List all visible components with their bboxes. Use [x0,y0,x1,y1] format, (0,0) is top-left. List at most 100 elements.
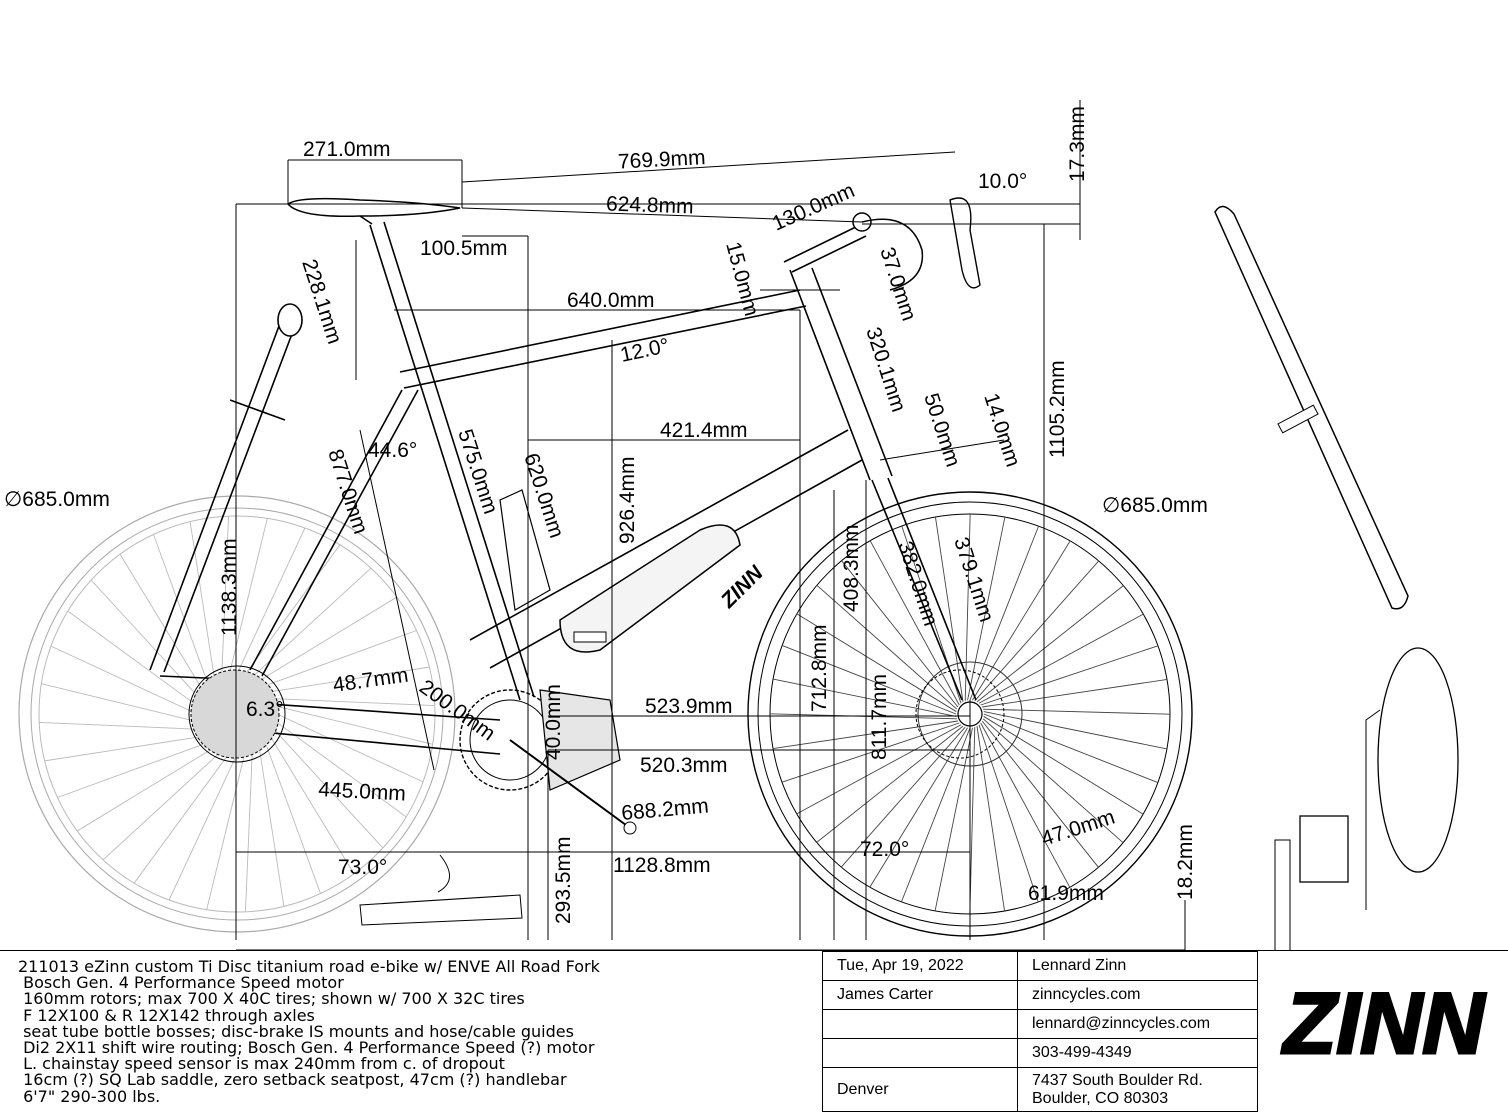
spoke [44,735,204,762]
phone-cell: 303-499-4349 [1017,1038,1258,1068]
rear-rack [149,303,303,681]
dim-926: 926.4mm [616,456,639,544]
city-cell: Denver [822,1067,1018,1112]
dim-17: 17.3mm [1066,106,1089,182]
spoke [796,724,962,815]
spoke [967,516,1006,701]
dim-48: 48.7mm [331,664,409,697]
address-line-1: 7437 South Boulder Rd. [1032,1071,1203,1089]
dim-624: 624.8mm [606,192,694,218]
dim-382: 382.0mm [893,538,942,628]
dim-rear-wheel: ∅685.0mm [4,488,110,511]
spoke [264,742,321,894]
dim-6deg: 6.3° [246,698,284,721]
front-wheel [747,491,1193,937]
spoke [258,747,285,907]
empty-cell [822,1038,1018,1068]
spoke [206,753,246,910]
spoke [935,516,964,702]
dim-front-wheel: ∅685.0mm [1102,494,1208,517]
dim-379: 379.1mm [949,534,998,624]
spoke [841,560,959,708]
dim-72deg: 72.0° [860,838,909,861]
dim-520: 520.3mm [640,754,728,777]
spoke [189,521,216,681]
dim-523: 523.9mm [645,695,733,718]
spoke [270,666,430,693]
spoke [133,752,230,884]
note-line: Di2 2X11 shift wire routing; Bosch Gen. … [18,1038,595,1058]
dim-50: 50.0mm [919,390,964,469]
dim-61: 61.9mm [1028,882,1104,905]
dim-445: 445.0mm [318,778,407,806]
spoke [972,540,1071,701]
spoke [816,584,958,710]
cassette [190,669,280,759]
spoke [265,630,417,687]
spoke [781,722,960,783]
dim-640: 640.0mm [567,289,655,312]
dim-271: 271.0mm [303,138,391,161]
spoke [983,708,1171,715]
kickstand [236,854,1185,950]
info-table: Tue, Apr 19, 2022 Lennard Zinn James Car… [822,951,1258,1112]
dim-1138: 1138.3mm [218,538,241,636]
frame-brand-text: ZINN [716,561,768,613]
dim-12deg: 12.0° [618,334,671,367]
dim-47: 47.0mm [1038,805,1117,850]
spoke [934,727,973,912]
spoke [269,735,355,875]
spoke [236,527,306,675]
spoke [816,725,964,843]
dim-40: 40.0mm [542,684,565,760]
dim-712: 712.8mm [808,624,831,712]
dim-620: 620.0mm [519,450,568,540]
spoke [980,645,1159,706]
spoke [983,716,1144,815]
build-notes: 211013 eZinn custom Ti Disc titanium roa… [18,958,808,1105]
spoke [781,645,957,715]
dim-1105: 1105.2mm [1046,360,1069,458]
spoke [901,727,971,903]
website-cell: zinncycles.com [1017,980,1258,1010]
dim-130: 130.0mm [769,179,858,236]
spoke [39,722,201,730]
spoke [978,724,1039,903]
note-line: 16cm (?) SQ Lab saddle, zero setback sea… [18,1070,567,1090]
dim-100: 100.5mm [420,237,508,260]
fork-side-view [1214,205,1409,610]
dim-228: 228.1mm [297,256,346,346]
note-line: L. chainstay speed sensor is max 240mm f… [18,1054,505,1074]
spoke [969,525,1039,701]
spoke [102,750,222,861]
spoke [90,579,201,699]
dim-200: 200.0mm [415,675,499,745]
dim-421: 421.4mm [660,419,748,442]
dim-15: 15.0mm [721,239,763,318]
spoke [168,753,238,901]
front-rotor [915,669,1005,759]
spoke [982,718,1124,844]
designer-cell: Lennard Zinn [1017,951,1258,981]
empty-cell [822,1009,1018,1039]
dim-18: 18.2mm [1174,824,1197,900]
dim-408: 408.3mm [840,524,863,612]
spoke [221,516,229,678]
spoke [869,727,968,888]
spoke [76,746,216,832]
spoke [981,720,1099,868]
saddle [286,197,461,225]
title-block: 211013 eZinn custom Ti Disc titanium roa… [0,950,1508,1112]
bike-geometry-drawing: ZINN [4,100,1459,950]
dim-37: 37.0mm [875,244,920,323]
spoke [980,722,1071,888]
spoke [964,513,971,701]
spoke [258,596,398,682]
spoke [41,683,198,723]
customer-cell: James Carter [822,980,1018,1010]
spoke [772,678,957,717]
note-line: seat tube bottle bosses; disc-brake IS m… [18,1021,574,1041]
saddle-top-view [1274,647,1459,950]
spoke [974,560,1100,702]
dim-575: 575.0mm [453,426,502,516]
